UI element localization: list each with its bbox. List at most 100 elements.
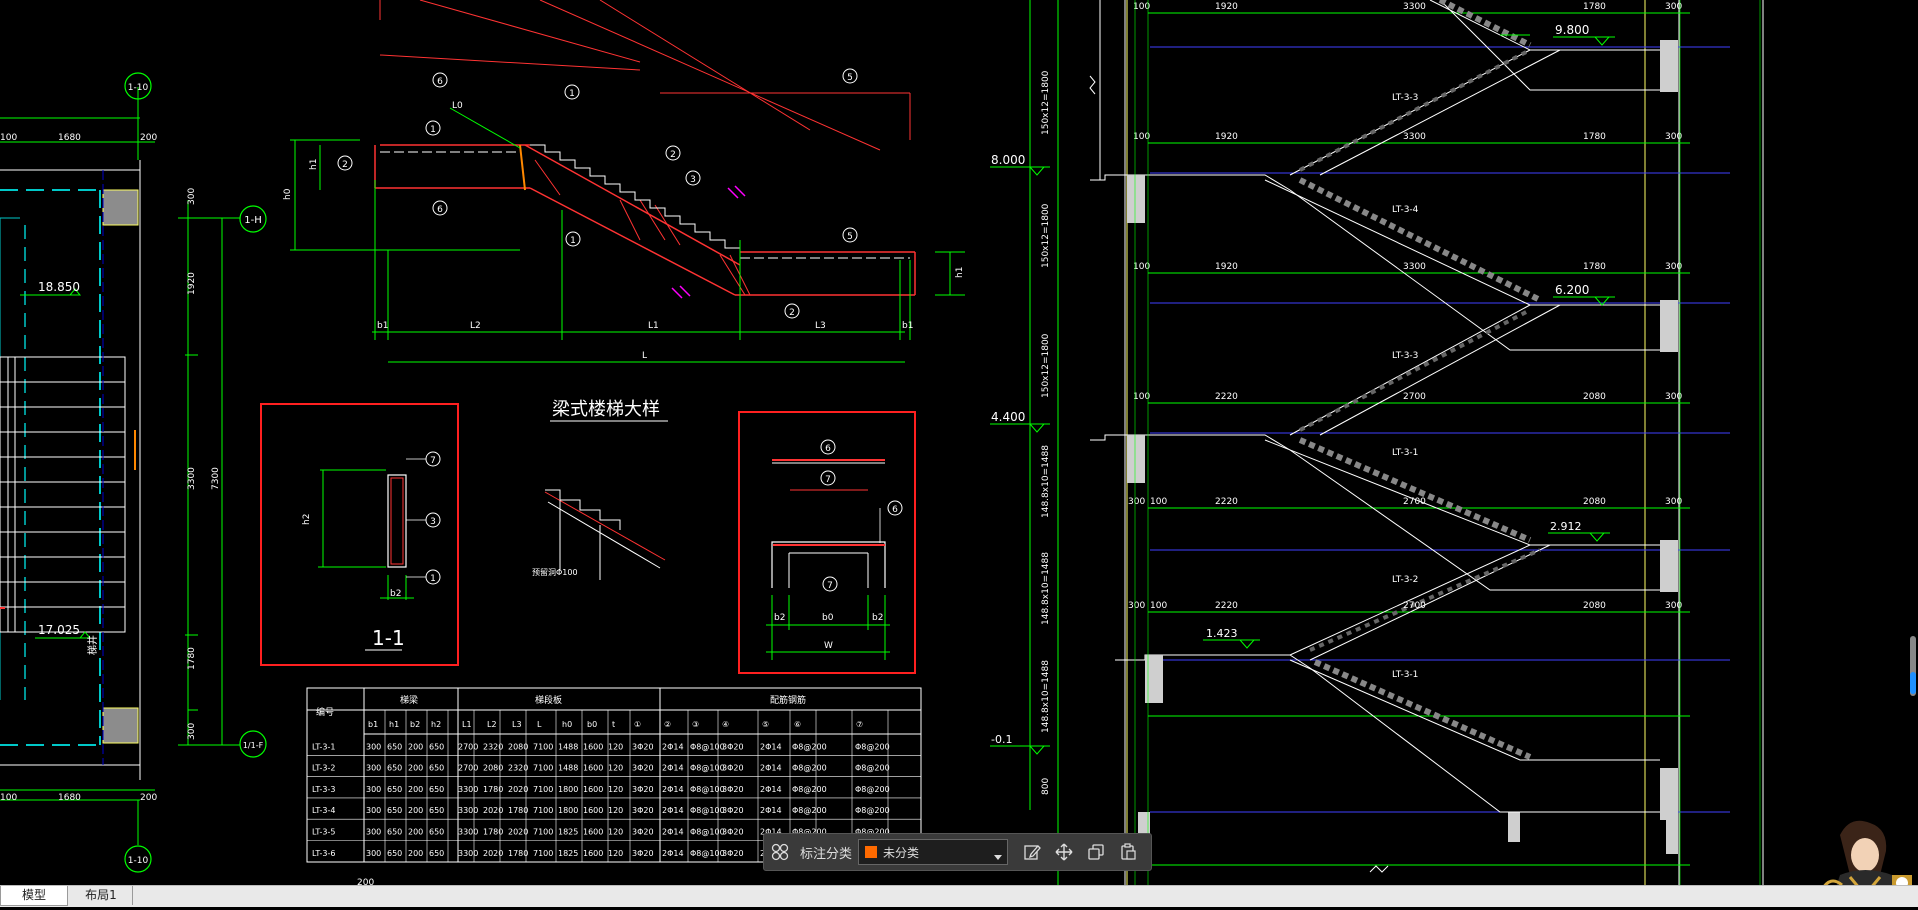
table-cell: 1488: [558, 742, 578, 751]
table-cell: 3Φ20: [632, 764, 654, 773]
table-cell: 120: [608, 742, 623, 751]
table-subheader: h2: [431, 720, 441, 729]
section-row-dim: 100: [1133, 132, 1150, 142]
table-subheader: L2: [487, 720, 497, 729]
table-cell: 7100: [533, 806, 553, 815]
table-cell: 7100: [533, 742, 553, 751]
dim-h1-right: h1: [955, 267, 965, 278]
table-cell: 1780: [508, 806, 528, 815]
table-subheader: ②: [664, 720, 671, 729]
table-cell: 120: [608, 806, 623, 815]
table-cell: 1600: [583, 764, 603, 773]
section-row-dim: 2220: [1215, 392, 1238, 402]
grid-menu-icon[interactable]: [767, 839, 793, 865]
box-callout-7b: 7: [827, 581, 833, 591]
table-cell: 2Φ14: [760, 828, 782, 837]
callout-3a: 3: [690, 175, 696, 185]
tab-model[interactable]: 模型: [0, 886, 68, 906]
table-cell: 650: [429, 849, 444, 858]
callout-1b: 1: [430, 125, 436, 135]
table-cell: LT-3-4: [312, 806, 335, 815]
section-label: 1-1: [372, 626, 405, 650]
table-cell: Φ8@200: [855, 764, 890, 773]
flight-label-1: LT-3-3: [1392, 93, 1418, 103]
table-cell: 3Φ20: [632, 742, 654, 751]
table-cell: 3Φ20: [632, 806, 654, 815]
drawing-canvas[interactable]: 18.850 17.025 梯井 100 1680 200 100 1680 2…: [0, 0, 1918, 885]
table-cell: 650: [429, 764, 444, 773]
callout-2c: 2: [789, 308, 795, 318]
table-cell: Φ8@200: [855, 785, 890, 794]
grid-bubble-3: 1/1-F: [243, 741, 264, 750]
table-cell: Φ8@200: [792, 806, 827, 815]
table-cell: 1780: [483, 828, 503, 837]
callout-5a: 5: [847, 73, 853, 83]
table-cell: 1600: [583, 828, 603, 837]
scrollbar-thumb[interactable]: [1910, 672, 1916, 694]
plan-dim-right-1: 300: [187, 188, 197, 205]
plan-dim-right-6: 300: [187, 723, 197, 740]
callout-2b: 2: [670, 150, 676, 160]
box-dim-W: W: [824, 641, 833, 651]
table-cell: Φ8@200: [792, 785, 827, 794]
tab-layout1[interactable]: 布局1: [70, 886, 133, 905]
section-row-dim: 1920: [1215, 262, 1238, 272]
table-cell: 300: [366, 764, 381, 773]
table-cell: 2Φ14: [662, 764, 684, 773]
section-level-2912: 2.912: [1550, 520, 1582, 533]
plan-label: 梯井: [86, 635, 99, 655]
table-cell: 2Φ14: [760, 806, 782, 815]
table-cell: 3Φ20: [722, 849, 744, 858]
box-dim-b2-left: b2: [774, 613, 785, 623]
annotation-toolbar: 标注分类 未分类: [763, 833, 1152, 871]
paste-icon[interactable]: [1115, 839, 1141, 865]
height-dim-4: 148.8x10=1488: [1041, 445, 1051, 518]
section-row-dim: 100: [1133, 2, 1150, 12]
vertical-scrollbar[interactable]: [1910, 636, 1916, 696]
table-cell: 120: [608, 828, 623, 837]
table-cell: Φ8@100: [690, 828, 725, 837]
table-cell: Φ8@100: [690, 785, 725, 794]
table-cell: 300: [366, 849, 381, 858]
callout-1a: 1: [569, 89, 575, 99]
table-cell: 3Φ20: [722, 806, 744, 815]
table-subheader: ③: [692, 720, 699, 729]
table-subheader: ①: [634, 720, 641, 729]
table-cell: 2020: [483, 849, 503, 858]
section-row-dim: 300: [1665, 2, 1682, 12]
section-row-dim: 3300: [1403, 262, 1426, 272]
dim-h1-left: h1: [309, 159, 319, 170]
table-cell: 2020: [508, 828, 528, 837]
table-cell: 2Φ14: [662, 828, 684, 837]
flight-label-5: LT-3-2: [1392, 575, 1418, 585]
section-row-dim: 2080: [1583, 392, 1606, 402]
box-callout-6b: 6: [892, 505, 898, 515]
flight-label-4: LT-3-1: [1392, 448, 1418, 458]
table-cell: 300: [366, 828, 381, 837]
table-subheader: b0: [587, 720, 597, 729]
plan-dim-top-2: 1680: [58, 133, 81, 143]
callout-1c: 1: [570, 236, 576, 246]
move-icon[interactable]: [1051, 839, 1077, 865]
table-cell: 3300: [458, 806, 478, 815]
table-cell: 650: [387, 742, 402, 751]
height-dim-2: 150x12=1800: [1041, 203, 1051, 268]
table-cell: 650: [387, 806, 402, 815]
stair-plan: 18.850 17.025 梯井 100 1680 200 100 1680 2…: [0, 72, 267, 873]
table-cell: Φ8@200: [792, 742, 827, 751]
level-18850: 18.850: [38, 280, 80, 294]
table-cell: 650: [429, 828, 444, 837]
table-subheader: ⑦: [856, 720, 863, 729]
section-callout-1: 1: [430, 574, 436, 584]
table-cell: 3300: [458, 785, 478, 794]
category-dropdown[interactable]: 未分类: [858, 839, 1009, 865]
section-row-dim: 100: [1133, 392, 1150, 402]
grid-bubble-2: 1-H: [244, 215, 262, 226]
section-plan-box: 6 7 6 7 b2 b0 b2 W: [738, 411, 916, 674]
table-subheader: L1: [462, 720, 472, 729]
copy-icon[interactable]: [1083, 839, 1109, 865]
edit-icon[interactable]: [1019, 839, 1045, 865]
table-cell: 1600: [583, 849, 603, 858]
dim-b1-right: b1: [902, 321, 913, 331]
table-subheader: b1: [368, 720, 378, 729]
